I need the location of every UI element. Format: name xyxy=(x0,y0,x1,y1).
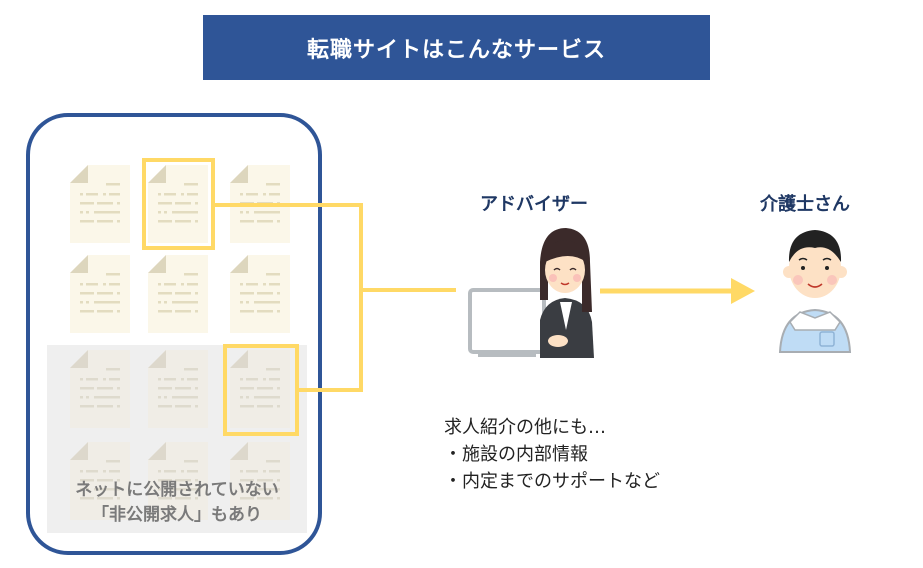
title-text: 転職サイトはこんなサービス xyxy=(306,37,606,63)
advisor-icon xyxy=(468,228,594,358)
private-job-document-icon xyxy=(70,442,130,520)
note-item-1: ・施設の内部情報 xyxy=(444,444,588,465)
private-job-document-icon xyxy=(230,350,290,428)
private-label-line-1: ネットに公開されていない xyxy=(75,480,279,500)
private-job-document-icon xyxy=(148,442,208,520)
private-listings-label: ネットに公開されていない 「非公開求人」もあり xyxy=(47,478,307,528)
job-document-icon xyxy=(70,255,130,333)
job-document-icon xyxy=(70,165,130,243)
private-label-line-2: 「非公開求人」もあり xyxy=(92,505,262,525)
caregiver-icon xyxy=(778,230,852,353)
highlight-frame-private xyxy=(223,344,299,436)
job-document-icon xyxy=(230,255,290,333)
highlight-frame-public xyxy=(142,158,215,250)
title-banner: 転職サイトはこんなサービス xyxy=(203,15,710,80)
private-job-document-icon xyxy=(70,350,130,428)
caregiver-label: 介護士さん xyxy=(760,194,850,215)
advisor-label: アドバイザー xyxy=(480,194,588,215)
private-job-document-icon xyxy=(230,442,290,520)
arrow-head-icon xyxy=(731,278,755,304)
private-job-document-icon xyxy=(148,350,208,428)
connector-public xyxy=(215,203,363,290)
connector-private xyxy=(299,290,363,392)
note-item-2: ・内定までのサポートなど xyxy=(444,471,660,492)
service-note: 求人紹介の他にも… ・施設の内部情報 ・内定までのサポートなど xyxy=(444,414,660,495)
job-document-icon xyxy=(148,255,208,333)
note-heading: 求人紹介の他にも… xyxy=(444,417,606,438)
job-document-icon xyxy=(148,165,208,243)
